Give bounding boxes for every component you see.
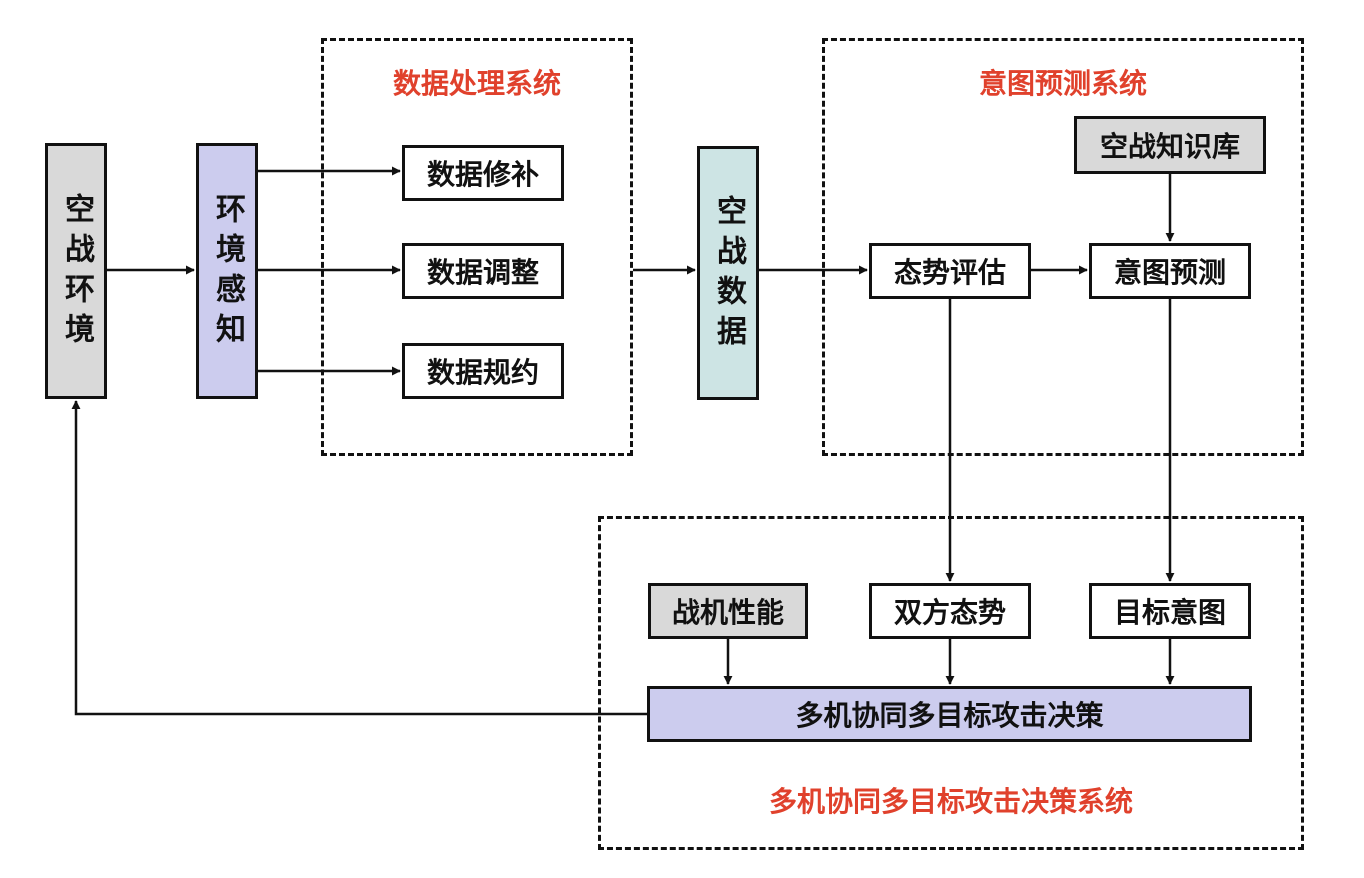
decision-node: 多机协同多目标攻击决策 (647, 686, 1252, 742)
target-intent-node: 目标意图 (1089, 583, 1251, 639)
data-processing-system-frame (321, 38, 633, 456)
fighter-performance-node: 战机性能 (648, 583, 808, 639)
knowledge-base-node: 空战知识库 (1074, 116, 1266, 174)
decision-system-title: 多机协同多目标攻击决策系统 (768, 785, 1133, 818)
intent-prediction-node: 意图预测 (1089, 243, 1251, 299)
data-repair-node: 数据修补 (402, 145, 564, 201)
intent-prediction-system-title: 意图预测系统 (978, 67, 1147, 100)
data-adjust-node: 数据调整 (402, 243, 564, 299)
data-reduction-node: 数据规约 (402, 343, 564, 399)
data-processing-system-title: 数据处理系统 (392, 67, 561, 100)
arrow-decision-to-environment (71, 400, 647, 716)
situation-assessment-node: 态势评估 (869, 243, 1031, 299)
air-combat-data-node: 空战数据 (697, 146, 759, 400)
intent-prediction-system-frame (822, 38, 1304, 456)
environment-perception-node: 环境感知 (196, 143, 258, 399)
both-situation-node: 双方态势 (869, 583, 1031, 639)
air-combat-environment-node: 空战环境 (45, 143, 107, 399)
